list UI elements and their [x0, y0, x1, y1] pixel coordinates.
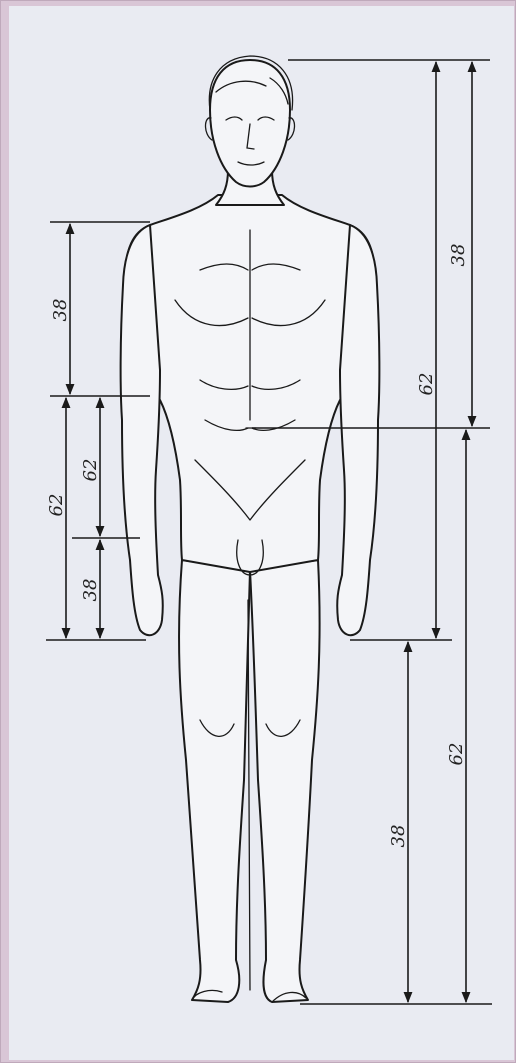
label-wrist-hand: 38: [80, 579, 101, 602]
head: [210, 60, 290, 187]
label-shoulder-elbow: 38: [50, 299, 71, 322]
label-waist-floor: 62: [446, 743, 467, 766]
label-shoulder-hand: 62: [46, 494, 67, 517]
label-elbow-wrist: 62: [80, 459, 101, 482]
human-figure: [121, 56, 380, 1002]
label-head-hand: 62: [416, 373, 437, 396]
label-head-waist: 38: [448, 244, 469, 267]
right-leg: [250, 560, 320, 1002]
left-leg: [179, 560, 250, 1002]
label-hand-floor: 38: [388, 825, 409, 848]
